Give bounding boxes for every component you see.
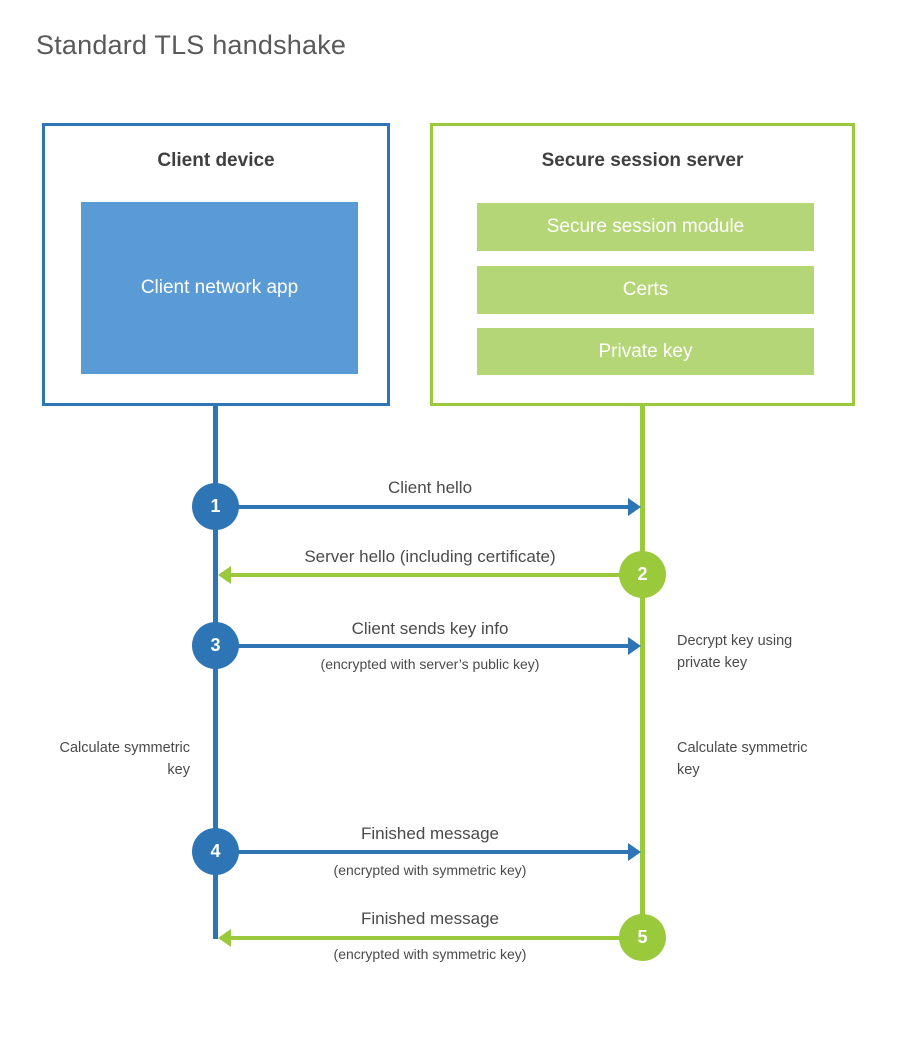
annotation-calculate-symmetric-key-server: Calculate symmetric key [677,740,808,779]
step-2-arrow-line [230,573,620,577]
step-5-sublabel: (encrypted with symmetric key) [333,946,527,962]
client-network-app-box: Client network app [81,202,358,374]
server-module-certs: Certs [477,266,814,314]
client-lifeline [213,404,218,939]
step-4-badge: 4 [192,828,239,875]
step-3-arrow-line [238,644,630,648]
step-5-arrow-line [230,936,620,940]
server-lifeline [640,404,645,940]
client-network-app-label: Client network app [140,277,299,299]
step-2-badge: 2 [619,551,666,598]
step-5-badge: 5 [619,914,666,961]
secure-session-server-title: Secure session server [541,150,744,171]
step-2-arrowhead-left-icon [218,566,231,584]
step-5-label: Finished message [361,909,499,928]
server-module-private-key: Private key [477,328,814,375]
step-3-sublabel: (encrypted with server’s public key) [320,656,540,672]
step-4-arrow-line [238,850,630,854]
client-device-box: Client device Client network app [42,123,390,406]
step-3-number: 3 [210,635,221,655]
secure-session-server-box: Secure session server Secure session mod… [430,123,855,406]
step-1-arrow-line [238,505,630,509]
server-module-label: Certs [622,279,669,300]
step-2-label: Server hello (including certificate) [304,547,556,566]
client-device-title: Client device [157,150,275,171]
step-4-number: 4 [210,841,221,861]
step-4-label: Finished message [361,824,499,843]
step-1-label: Client hello [387,478,473,497]
annotation-decrypt-key: Decrypt key using private key [677,633,793,672]
step-1-number: 1 [210,496,221,516]
server-module-label: Secure session module [546,216,745,237]
step-3-arrowhead-right-icon [628,637,641,655]
server-module-secure-session: Secure session module [477,203,814,251]
page-title: Standard TLS handshake [36,30,347,60]
step-5-number: 5 [637,927,648,947]
step-3-badge: 3 [192,622,239,669]
step-5-arrowhead-left-icon [218,929,231,947]
step-4-arrowhead-right-icon [628,843,641,861]
annotation-calculate-symmetric-key-client: Calculate symmetric key [59,740,190,779]
step-1-arrowhead-right-icon [628,498,641,516]
step-1-badge: 1 [192,483,239,530]
server-module-label: Private key [598,340,693,362]
step-4-sublabel: (encrypted with symmetric key) [333,862,527,878]
step-2-number: 2 [637,564,648,584]
step-3-label: Client sends key info [351,619,509,638]
